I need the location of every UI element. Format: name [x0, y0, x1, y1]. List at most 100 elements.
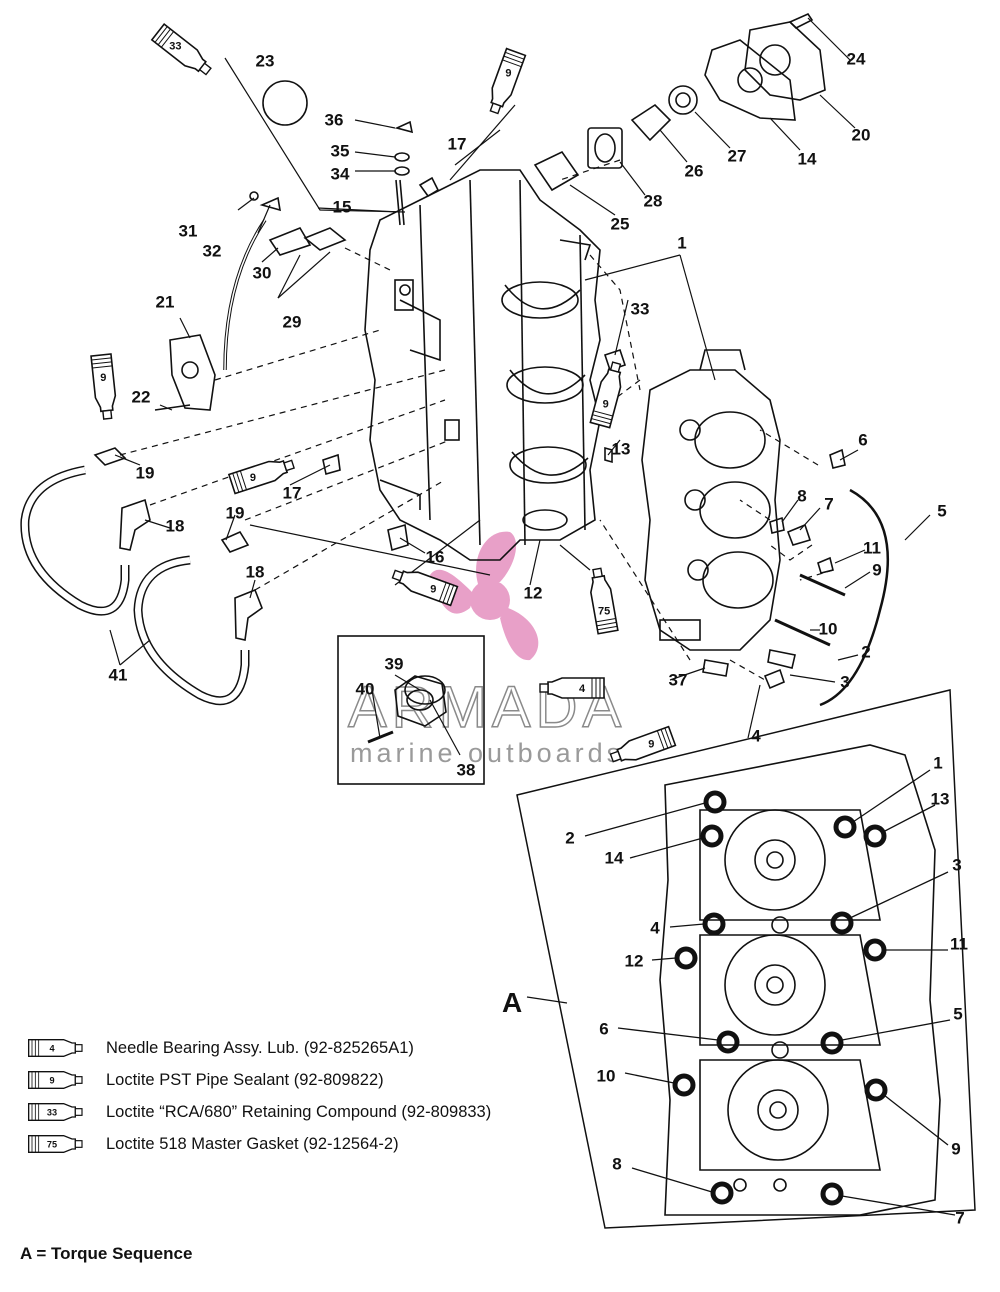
thermostat-gasket: [704, 39, 796, 121]
hose-41b: [133, 555, 250, 706]
right-parts: [604, 446, 890, 707]
svg-text:9: 9: [648, 739, 654, 751]
part-callout-c8: 8: [797, 486, 806, 505]
part-callout-s13: 13: [931, 789, 950, 808]
torque-block: [659, 744, 941, 1216]
part-callout-c21: 21: [156, 292, 175, 311]
screw-40: [367, 730, 394, 744]
sealant-tube-75: 75: [586, 566, 619, 635]
part-callout-s8: 8: [612, 1154, 621, 1173]
part-callout-c30: 30: [253, 263, 272, 282]
thermostat: [630, 103, 672, 142]
sealant-tube-9-left: 9: [90, 353, 119, 421]
part-callout-s7: 7: [955, 1208, 964, 1227]
sealant-tube-icon: 9: [28, 1070, 83, 1090]
part-callout-c25: 25: [611, 214, 630, 233]
sleeve-25: [533, 150, 580, 192]
fitting-37: [702, 659, 729, 677]
o-ring-23: [262, 80, 308, 126]
seal-27: [668, 85, 698, 115]
sealant-tube-9-right: 9: [589, 359, 628, 429]
cover-38: [394, 675, 447, 727]
part-callout-s4: 4: [650, 918, 660, 937]
legend-row: 33 Loctite “RCA/680” Retaining Compound …: [20, 1096, 580, 1128]
sealant-tube-icon: 33: [28, 1102, 83, 1122]
wire-5: [819, 488, 890, 707]
part-callout-c11: 11: [863, 538, 881, 557]
sealant-tube-icon: 75: [28, 1134, 83, 1154]
svg-text:9: 9: [100, 372, 106, 384]
legend-label: Loctite PST Pipe Sealant (92-809822): [106, 1070, 384, 1089]
part-callout-c27: 27: [728, 146, 747, 165]
washer-34: [394, 166, 410, 176]
fitting-7: [786, 523, 812, 546]
legend-label: Needle Bearing Assy. Lub. (92-825265A1): [106, 1038, 414, 1057]
svg-text:9: 9: [603, 399, 609, 411]
sealant-tube-icon: 4: [28, 1038, 83, 1058]
part-callout-c17a: 17: [448, 134, 467, 153]
seal-39: [404, 675, 446, 705]
part-callout-c40: 40: [356, 679, 375, 698]
part-callout-c6: 6: [858, 430, 867, 449]
part-callout-s10: 10: [597, 1066, 616, 1085]
part-callout-c18a: 18: [166, 516, 185, 535]
fitting-19b: [220, 530, 250, 553]
bolt-2: [767, 649, 796, 669]
fitting-30: [268, 227, 312, 256]
part-callout-s1: 1: [933, 753, 942, 772]
bolt-24: [788, 12, 814, 29]
svg-text:9: 9: [505, 68, 511, 80]
part-callout-c17b: 17: [283, 483, 302, 502]
callout-labels: 1234567891011121314151617171818191920212…: [109, 49, 968, 1227]
svg-text:4: 4: [579, 683, 586, 695]
fitting-33: [603, 348, 627, 372]
part-callout-c9: 9: [872, 560, 881, 579]
fitting-3: [763, 668, 785, 690]
plug-6: [829, 448, 846, 469]
part-callout-c15: 15: [333, 197, 352, 216]
elbow-18b: [234, 588, 263, 641]
part-callout-c26: 26: [685, 161, 704, 180]
part-callout-c4: 4: [751, 726, 761, 745]
legend-row: 9 Loctite PST Pipe Sealant (92-809822): [20, 1064, 580, 1096]
part-callout-c32: 32: [203, 241, 222, 260]
svg-text:4: 4: [49, 1043, 55, 1053]
part-callout-c20: 20: [852, 125, 871, 144]
part-callout-c22: 22: [132, 387, 151, 406]
bolt-10: [774, 618, 831, 647]
part-callout-c3: 3: [840, 672, 849, 691]
part-callout-c28: 28: [644, 191, 663, 210]
svg-text:33: 33: [47, 1107, 57, 1117]
part-callout-c41: 41: [109, 665, 128, 684]
part-callout-c19b: 19: [226, 503, 245, 522]
part-callout-c13: 13: [612, 439, 631, 458]
part-callout-c14: 14: [798, 149, 817, 168]
leader-lines: [109, 17, 931, 756]
elbow-18a: [119, 498, 151, 551]
clamp-32: [259, 196, 281, 212]
sealant-tube-9-top: 9: [483, 47, 527, 117]
legend-label: Loctite 518 Master Gasket (92-12564-2): [106, 1134, 399, 1153]
part-callout-c24: 24: [847, 49, 866, 68]
sealant-tube-9-mid: 9: [228, 453, 297, 495]
top-parts: [262, 12, 826, 226]
part-callout-c33a: 33: [631, 299, 650, 318]
part-callout-c10: 10: [819, 619, 838, 638]
part-callout-s9: 9: [951, 1139, 960, 1158]
gasket-28: [587, 127, 623, 169]
part-callout-s11: 11: [950, 934, 968, 953]
part-callout-c1: 1: [677, 233, 686, 252]
part-callout-c38: 38: [457, 760, 476, 779]
part-callout-c34: 34: [331, 164, 350, 183]
fitting-19: [93, 447, 127, 466]
svg-text:9: 9: [49, 1075, 54, 1085]
part-callout-c29: 29: [283, 312, 302, 331]
sealant-tube-9-low: 9: [389, 563, 459, 607]
sealant-tube-33-top: 33: [151, 23, 216, 81]
legend-row: 75 Loctite 518 Master Gasket (92-12564-2…: [20, 1128, 580, 1160]
sealant-legend: 4 Needle Bearing Assy. Lub. (92-825265A1…: [20, 1032, 580, 1160]
part-callout-c5: 5: [937, 501, 946, 520]
section-a-label: A: [502, 987, 522, 1018]
fitting-36: [394, 120, 414, 134]
line-30: [223, 219, 267, 371]
